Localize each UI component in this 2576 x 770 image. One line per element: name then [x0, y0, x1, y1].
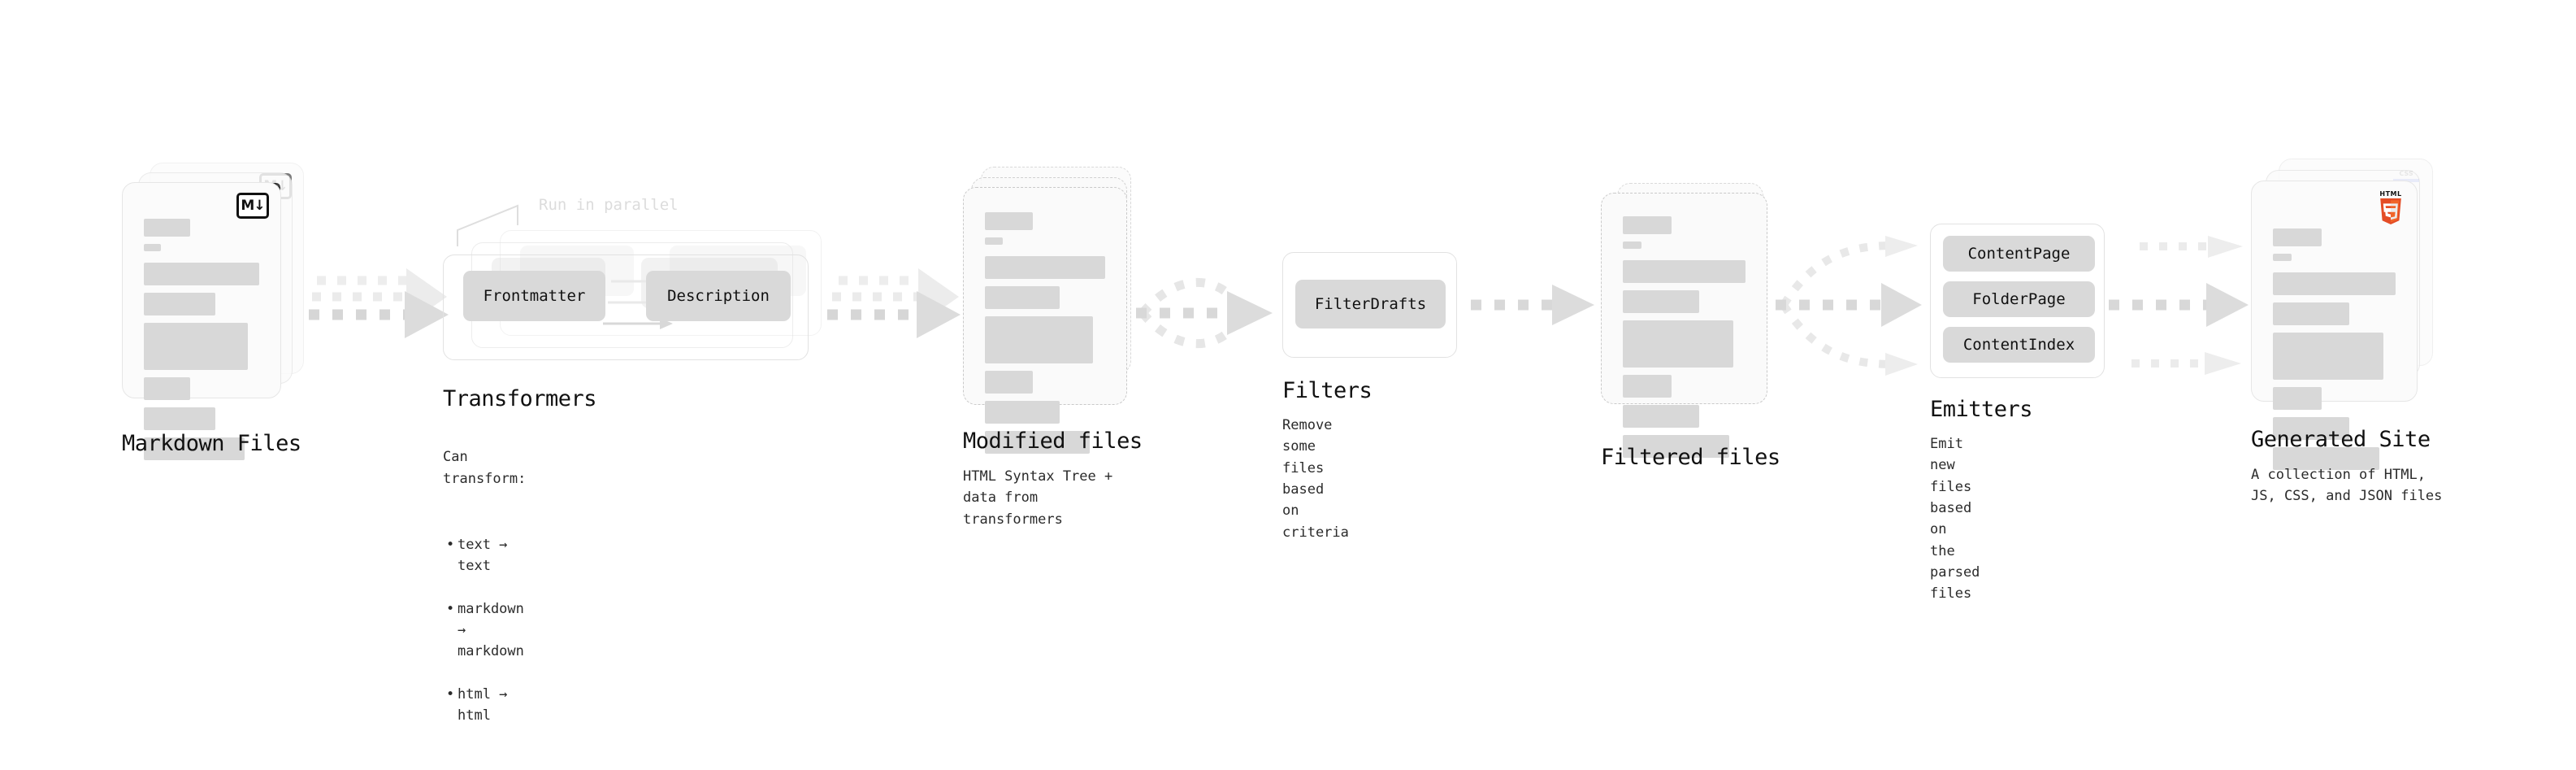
stage-title: Generated Site: [2251, 427, 2431, 452]
placeholder-bar: [985, 212, 1034, 230]
markdown-badge: M↓: [236, 193, 269, 219]
stage-markdown-files: M↓ M↓ M↓: [122, 163, 317, 460]
placeholder-bar: [1623, 320, 1733, 368]
connector-markdown-to-transformers: [309, 268, 449, 338]
connector-filtered-to-emitters: [1776, 236, 1922, 376]
filtered-file-stack: [1601, 183, 1780, 458]
stage-title: Markdown Files: [122, 431, 301, 456]
file-card-front: HTML: [2251, 181, 2418, 470]
stage-subtitle: Emit new files based on the parsed files: [1930, 436, 1980, 603]
transformer-chip-label: Frontmatter: [483, 287, 586, 305]
stage-title: Transformers: [443, 386, 597, 411]
generated-file-stack: CSS HTML: [2251, 159, 2454, 470]
placeholder-bar: [985, 431, 1090, 454]
stage-subtitle-text: Can transform:: [443, 449, 527, 487]
modified-file-stack: [963, 167, 1142, 454]
stage-filtered-files: Filtered files: [1601, 183, 1780, 470]
transform-bullet: text → text: [446, 534, 526, 577]
file-card-content: [144, 219, 259, 468]
stage-subtitle: A collection of HTML, JS, CSS, and JSON …: [2251, 467, 2443, 505]
markdown-file-stack: M↓ M↓ M↓: [122, 163, 317, 460]
placeholder-bar: [1623, 260, 1746, 283]
placeholder-bar: [1623, 435, 1730, 458]
connector-transformers-to-modified: [827, 268, 961, 338]
file-card-front: [963, 187, 1127, 454]
run-in-parallel-bracket: [457, 204, 518, 246]
file-card-front: M↓: [122, 182, 281, 460]
stage-subtitle: Remove some files based on criteria: [1282, 417, 1349, 541]
transformer-container-front: Frontmatter Description: [443, 254, 809, 360]
file-card-front: [1601, 193, 1767, 458]
connector-modified-to-filters: [1136, 277, 1273, 349]
transformer-chip-description[interactable]: Description: [646, 271, 791, 321]
placeholder-bar: [985, 286, 1060, 309]
placeholder-bar: [985, 237, 1004, 245]
placeholder-bar: [985, 316, 1094, 363]
placeholder-bar: [2273, 417, 2349, 440]
placeholder-bar: [2273, 254, 2292, 261]
emitter-chip-label: FolderPage: [1972, 290, 2066, 308]
placeholder-bar: [2273, 272, 2396, 295]
stage-title: Filters: [1282, 378, 1373, 403]
stage-title: Filtered files: [1601, 445, 1780, 470]
transformer-chip-label: Description: [667, 287, 770, 305]
filters-container: FilterDrafts: [1282, 252, 1457, 358]
placeholder-bar: [1623, 375, 1672, 398]
transformer-chip-frontmatter[interactable]: Frontmatter: [463, 271, 605, 321]
placeholder-bar: [144, 293, 216, 315]
html5-badge: HTML: [2376, 190, 2405, 224]
placeholder-bar: [2273, 333, 2383, 380]
html5-shield-icon: [2380, 198, 2401, 224]
stage-title: Emitters: [1930, 397, 2033, 422]
placeholder-bar: [144, 244, 162, 251]
placeholder-bar: [144, 377, 190, 400]
emitter-chip-label: ContentPage: [1967, 245, 2071, 263]
html5-badge-mark: HTML: [2376, 190, 2405, 224]
placeholder-bar: [985, 401, 1060, 424]
emitter-chip-contentindex[interactable]: ContentIndex: [1943, 327, 2095, 363]
placeholder-bar: [144, 437, 245, 460]
filter-chip-filterdrafts[interactable]: FilterDrafts: [1295, 280, 1446, 328]
transform-bullet: html → html: [446, 684, 526, 727]
file-card-content: [2273, 228, 2396, 477]
placeholder-bar: [985, 371, 1034, 394]
stage-subtitle: HTML Syntax Tree + data from transformer…: [963, 468, 1113, 528]
placeholder-bar: [1623, 216, 1672, 234]
placeholder-bar: [1623, 290, 1699, 313]
placeholder-bar: [1623, 241, 1641, 249]
placeholder-bar: [2273, 302, 2349, 325]
placeholder-bar: [144, 323, 248, 370]
file-card-content: [985, 212, 1105, 461]
stage-modified-files: Modified files HTML Syntax Tree + data f…: [963, 167, 1143, 528]
stage-title: Modified files: [963, 429, 1143, 454]
transform-bullet: markdown → markdown: [446, 598, 526, 663]
filter-chip-label: FilterDrafts: [1314, 295, 1427, 313]
placeholder-bar: [144, 219, 190, 237]
emitter-chip-label: ContentIndex: [1962, 336, 2075, 354]
placeholder-bar: [144, 407, 216, 430]
transform-bullet-list: text → text markdown → markdown html → h…: [443, 512, 526, 748]
diagram-canvas: M↓ M↓ M↓: [0, 0, 2576, 681]
file-card-content: [1623, 216, 1746, 465]
connector-filters-to-filtered: [1471, 285, 1594, 325]
connector-emitters-to-site: [2109, 236, 2249, 375]
placeholder-bar: [1623, 405, 1699, 428]
emitter-chip-contentpage[interactable]: ContentPage: [1943, 236, 2095, 272]
stage-generated-site: CSS HTML: [2251, 159, 2454, 504]
run-in-parallel-label: Run in parallel: [539, 196, 679, 214]
placeholder-bar: [2273, 228, 2322, 246]
stage-subtitle: Can transform: text → text markdown → ma…: [443, 425, 526, 770]
emitters-container: ContentPage FolderPage ContentIndex: [1930, 224, 2105, 378]
emitter-chip-folderpage[interactable]: FolderPage: [1943, 281, 2095, 317]
placeholder-bar: [2273, 387, 2322, 410]
placeholder-bar: [2273, 447, 2380, 470]
html5-badge-label: HTML: [2379, 190, 2402, 198]
placeholder-bar: [144, 263, 259, 285]
placeholder-bar: [985, 256, 1105, 279]
markdown-badge-label: M↓: [236, 193, 269, 219]
